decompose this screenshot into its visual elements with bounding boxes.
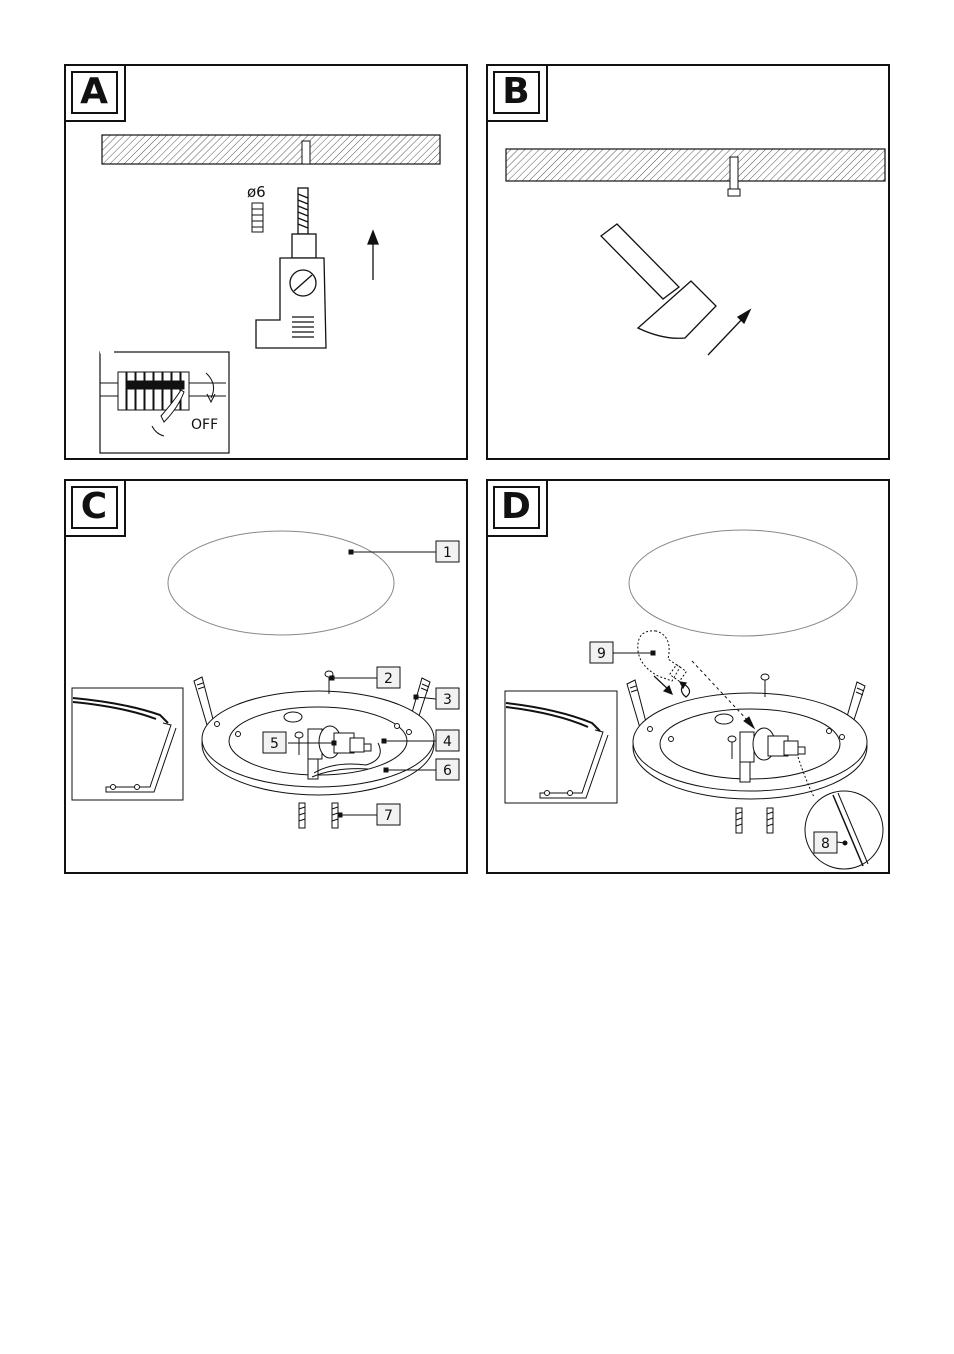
panel-b-drawing <box>488 66 892 462</box>
callout-5: 5 <box>263 732 286 753</box>
callout-6-label: 6 <box>443 763 452 779</box>
magnifier-detail <box>805 791 883 869</box>
panel-a: A ø6 <box>64 64 468 460</box>
fuse-box-inset <box>100 352 229 453</box>
panel-d-drawing: 9 8 <box>488 481 892 876</box>
panel-a-drawing: ø6 <box>66 66 470 462</box>
callout-6: 6 <box>436 759 459 780</box>
glass-shade <box>629 530 857 636</box>
panel-c-drawing: 1 2 3 4 5 6 7 <box>66 481 470 876</box>
drilled-hole <box>302 141 310 164</box>
callout-5-label: 5 <box>270 736 279 752</box>
callout-8: 8 <box>814 832 837 853</box>
drill-size-label: ø6 <box>247 183 266 201</box>
dowels-7-icon <box>299 803 338 828</box>
off-label: OFF <box>191 417 218 433</box>
diagonal-arrow-icon <box>708 310 750 355</box>
callout-3-label: 3 <box>443 692 452 708</box>
base-plate <box>633 693 867 799</box>
detail-inset <box>72 688 183 800</box>
ceiling-slab <box>506 149 885 181</box>
screw-2-icon <box>325 671 333 694</box>
callout-7-label: 7 <box>384 808 393 824</box>
panel-b: B <box>486 64 890 460</box>
callout-7: 7 <box>377 804 400 825</box>
callout-2-label: 2 <box>384 671 393 687</box>
spring-clip-left <box>194 677 214 725</box>
dowel-in-ceiling-icon <box>728 157 740 196</box>
ceiling-slab <box>102 135 440 164</box>
callout-1-label: 1 <box>443 545 452 561</box>
callout-9-label: 9 <box>597 646 606 662</box>
callout-8-label: 8 <box>821 836 830 852</box>
light-bulb-icon <box>638 631 687 682</box>
rotate-arrows-icon <box>654 676 690 697</box>
drill-icon <box>256 188 326 348</box>
callout-4-label: 4 <box>443 734 452 750</box>
glass-shade <box>168 531 394 635</box>
up-arrow-icon <box>368 231 378 280</box>
dowels-icon <box>736 808 773 833</box>
dowel-icon <box>252 203 263 232</box>
callout-9: 9 <box>590 642 613 663</box>
detail-inset <box>505 691 617 803</box>
panel-d: D <box>486 479 890 874</box>
callout-1: 1 <box>436 541 459 562</box>
hammer-icon <box>601 224 716 338</box>
callout-2: 2 <box>377 667 400 688</box>
callout-3: 3 <box>436 688 459 709</box>
callout-4: 4 <box>436 730 459 751</box>
panel-c: C <box>64 479 468 874</box>
